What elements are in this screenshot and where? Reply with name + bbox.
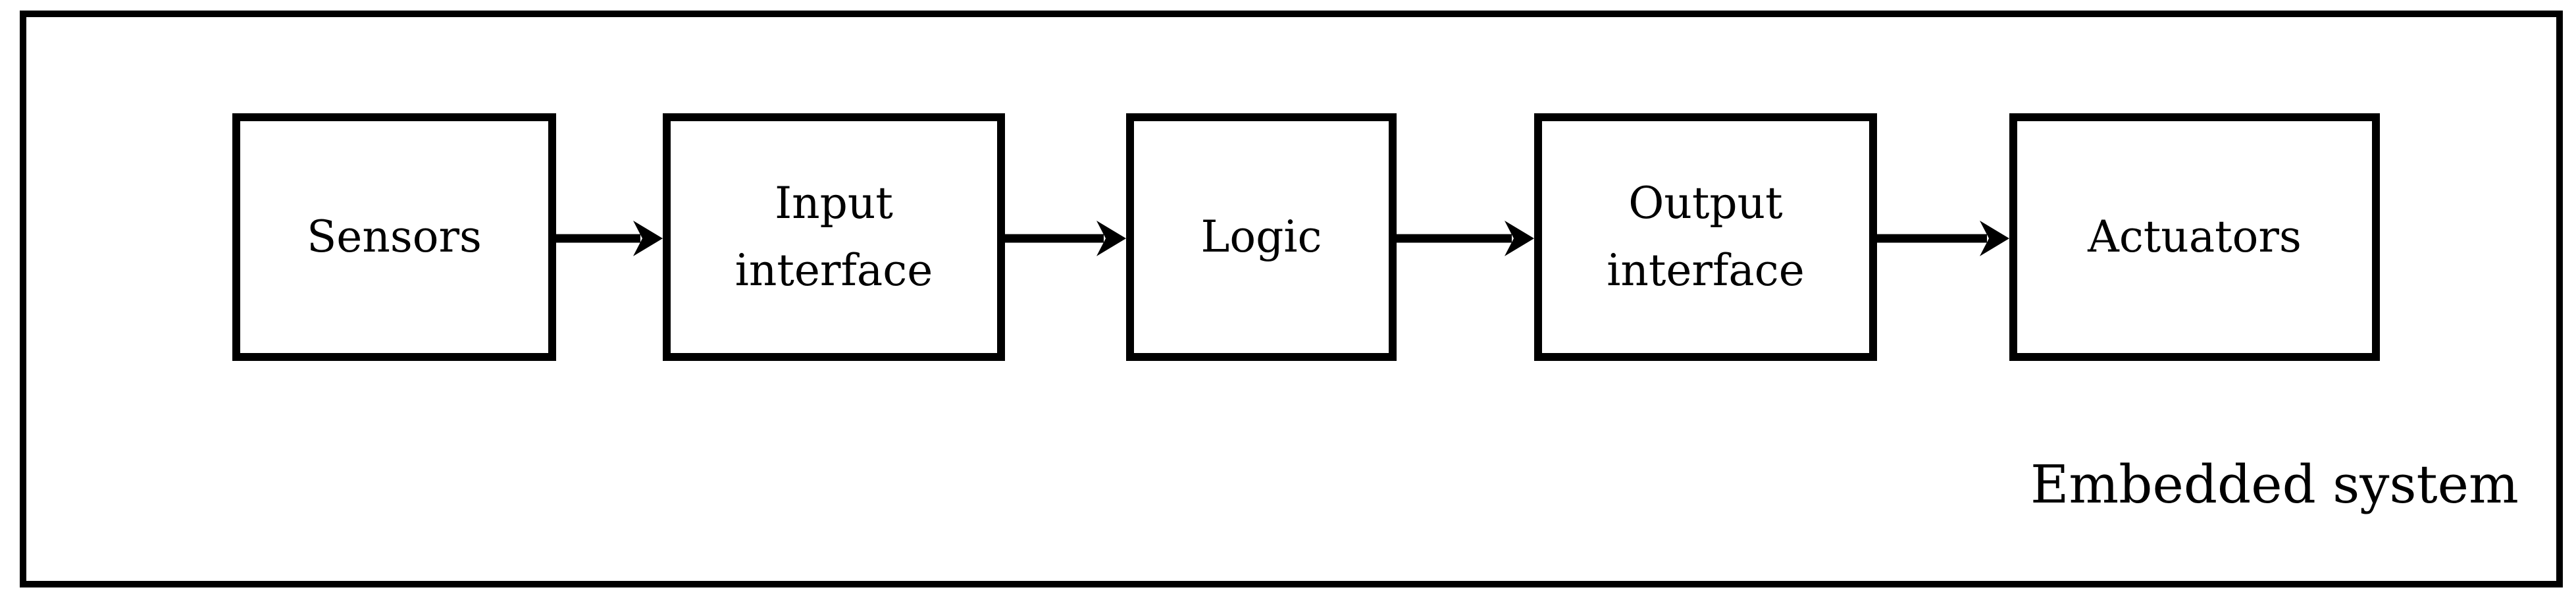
arrow-input-interface-to-logic — [1005, 221, 1126, 256]
arrow-sensors-to-input-interface — [556, 221, 663, 256]
node-output-interface-label: Output interface — [1607, 177, 1805, 296]
node-actuators: Actuators — [2009, 113, 2380, 361]
node-output-interface: Output interface — [1534, 113, 1877, 361]
arrow-logic-to-output-interface — [1397, 221, 1534, 256]
node-sensors-label: Sensors — [307, 211, 482, 262]
node-input-interface: Input interface — [663, 113, 1005, 361]
embedded-system-caption: Embedded system — [2030, 454, 2519, 515]
arrow-output-interface-to-actuators — [1877, 221, 2009, 256]
node-logic-label: Logic — [1200, 211, 1322, 262]
node-actuators-label: Actuators — [2088, 211, 2302, 262]
node-input-interface-label: Input interface — [734, 177, 933, 296]
node-logic: Logic — [1126, 113, 1397, 361]
node-sensors: Sensors — [232, 113, 556, 361]
